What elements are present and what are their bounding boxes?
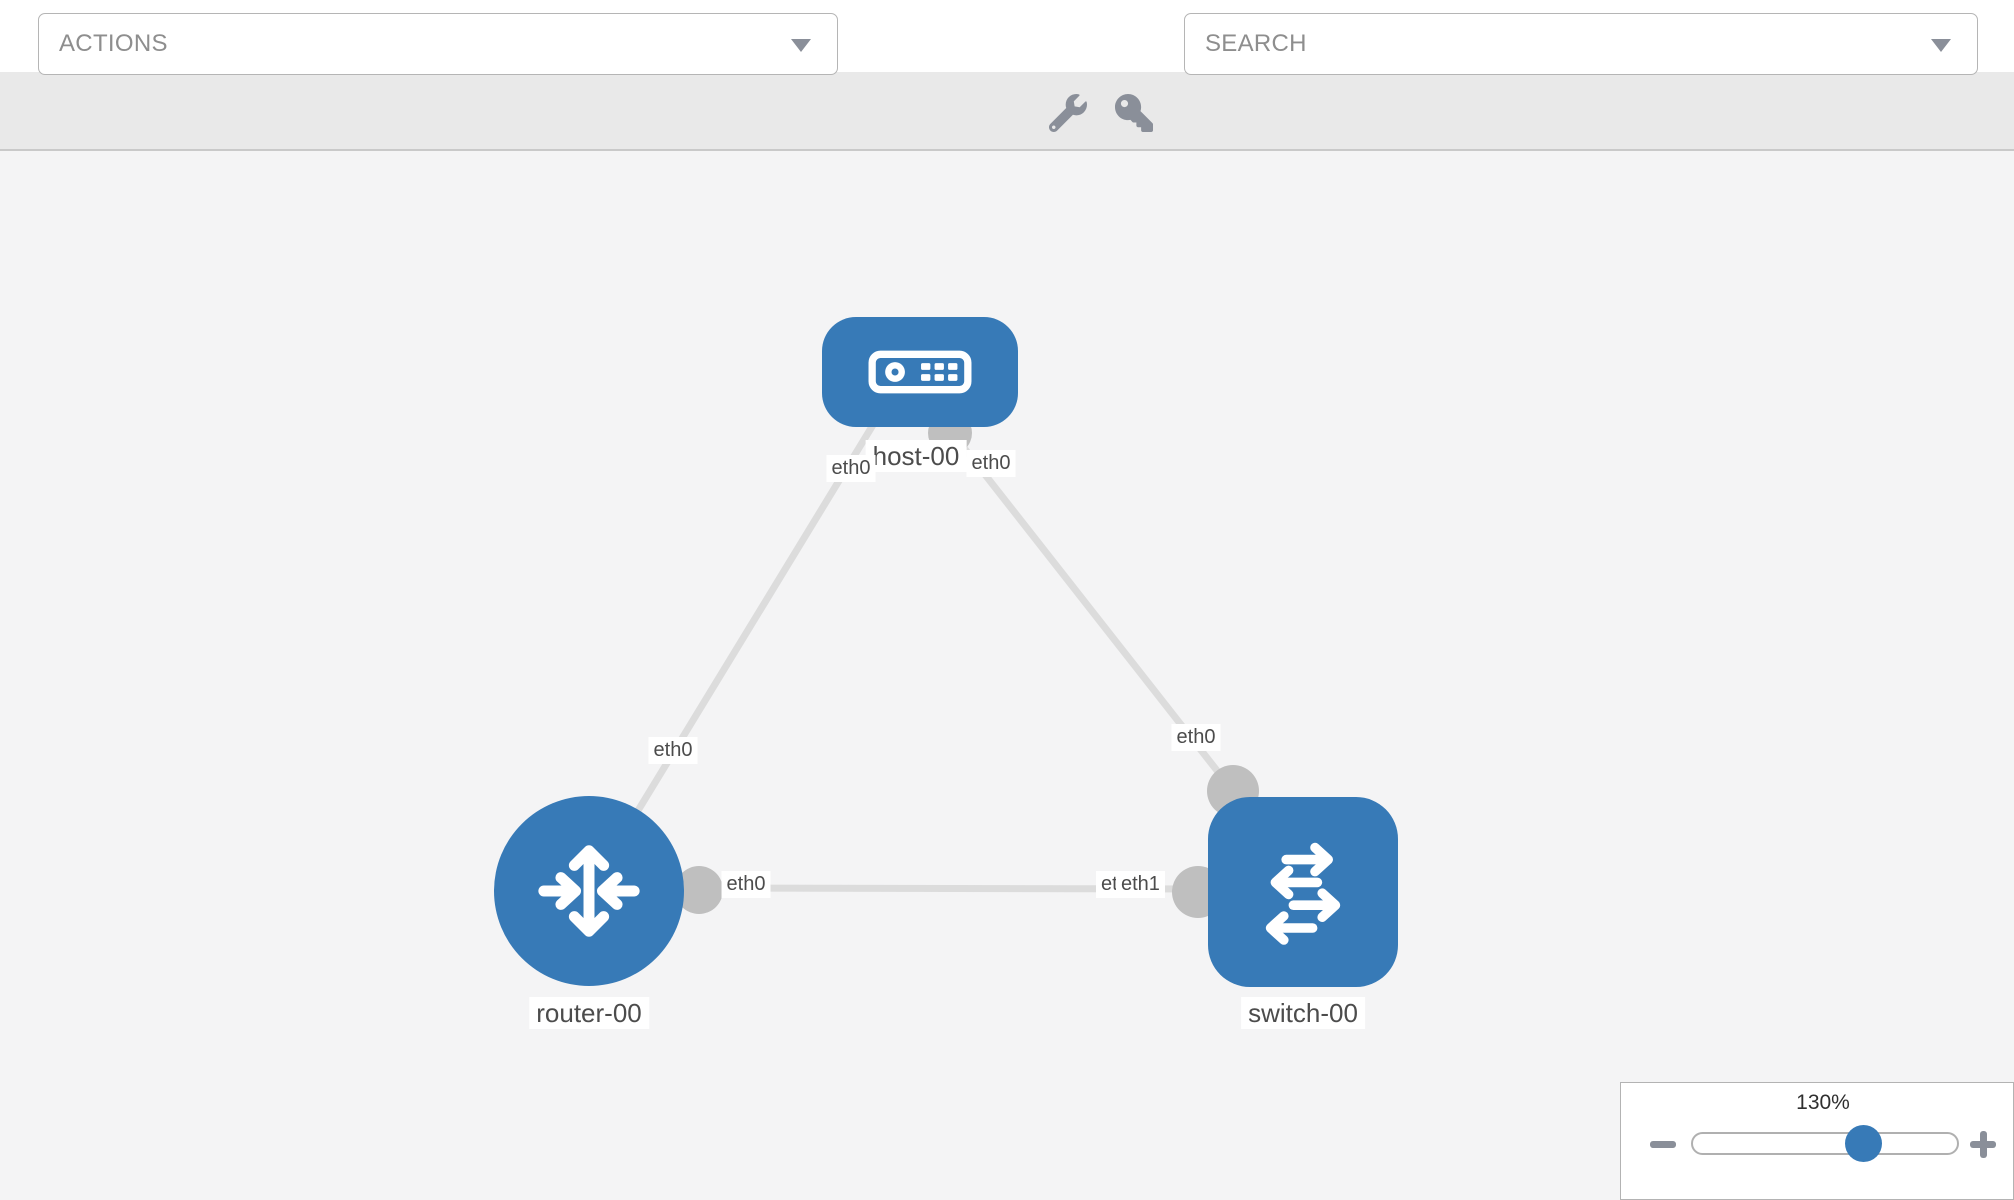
node-host-00[interactable] xyxy=(822,317,1018,427)
chevron-down-icon xyxy=(791,39,811,52)
router-icon xyxy=(538,845,640,937)
port-label-router-to-host: eth0 xyxy=(648,737,698,764)
wrench-icon xyxy=(1048,94,1087,133)
zoom-out-button[interactable] xyxy=(1646,1127,1680,1161)
chevron-down-icon xyxy=(1931,39,1951,52)
port-label-router-to-switch: eth0 xyxy=(721,871,771,898)
port-label-switch-to-host: eth0 xyxy=(1171,724,1221,751)
node-router-00[interactable] xyxy=(494,796,684,986)
node-label-router: router-00 xyxy=(529,997,649,1029)
port-label-host-to-switch: eth0 xyxy=(966,450,1016,477)
node-label-host: host-00 xyxy=(865,440,967,472)
port-label-switch-to-router-front: eth1 xyxy=(1116,871,1165,898)
minus-icon xyxy=(1650,1141,1676,1148)
zoom-value: 130% xyxy=(1796,1091,1850,1114)
port-label-host-to-router: eth0 xyxy=(826,455,876,482)
actions-dropdown-label: ACTIONS xyxy=(59,30,168,57)
topology-canvas[interactable] xyxy=(0,151,2014,1200)
node-label-switch: switch-00 xyxy=(1241,997,1365,1029)
key-button[interactable] xyxy=(1114,94,1154,134)
actions-dropdown[interactable]: ACTIONS xyxy=(38,13,838,75)
zoom-slider-thumb[interactable] xyxy=(1845,1125,1882,1162)
host-icon xyxy=(868,350,972,394)
toolbar xyxy=(0,72,2014,151)
zoom-in-button[interactable] xyxy=(1966,1127,2000,1161)
search-dropdown[interactable]: SEARCH xyxy=(1184,13,1978,75)
key-icon xyxy=(1115,94,1153,132)
search-dropdown-label: SEARCH xyxy=(1205,30,1307,57)
plus-icon-vbar xyxy=(1979,1131,1987,1158)
switch-icon xyxy=(1265,842,1341,945)
port-circle-router xyxy=(675,866,723,914)
wrench-button[interactable] xyxy=(1048,94,1088,134)
zoom-slider-track[interactable] xyxy=(1691,1132,1959,1155)
node-switch-00[interactable] xyxy=(1208,797,1398,987)
zoom-panel: 130% xyxy=(1620,1082,2014,1200)
